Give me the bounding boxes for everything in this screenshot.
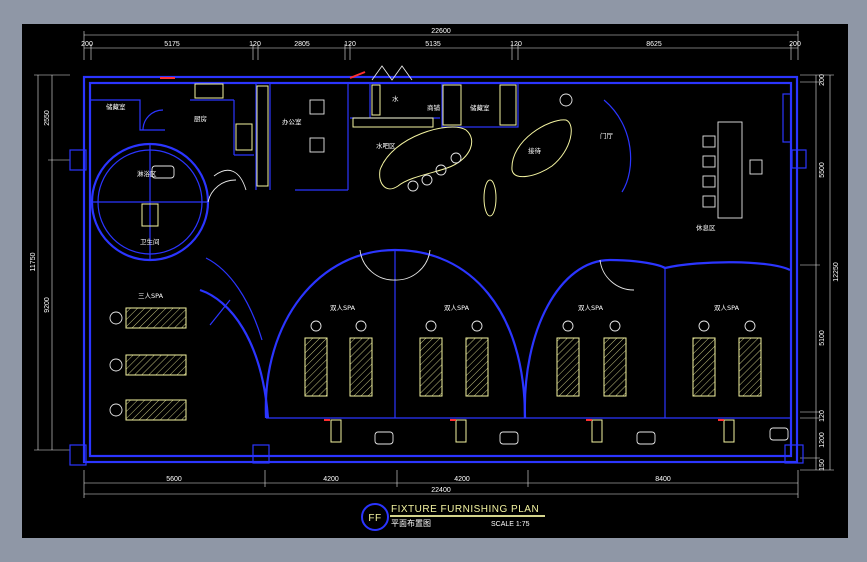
label-water: 水 <box>392 94 399 103</box>
dim-top: 5175 <box>164 41 180 48</box>
label-storage-left: 储藏室 <box>106 102 126 111</box>
spa-rooms-walls <box>199 248 791 419</box>
toilet-room <box>90 142 247 262</box>
dim-top: 2805 <box>294 41 310 48</box>
label-reception: 接待 <box>528 146 542 155</box>
label-staff: 办公室 <box>282 117 302 126</box>
dim-left: 9200 <box>44 297 51 313</box>
label-lobby: 门厅 <box>600 131 614 140</box>
dim-left: 2550 <box>44 110 51 126</box>
title-main: FIXTURE FURNISHING PLAN <box>391 504 539 515</box>
left-dimensions: 2550 11750 9200 <box>30 74 70 451</box>
bottom-dimensions: 5600 4200 4200 8400 22400 <box>83 470 799 498</box>
dim-right: 5500 <box>819 162 826 178</box>
service-rooms <box>90 65 573 191</box>
dim-bottom: 5600 <box>166 476 182 483</box>
dim-left: 11750 <box>30 252 37 271</box>
dim-right: 120 <box>819 410 826 422</box>
label-bar: 水吧区 <box>376 141 396 150</box>
dim-right: 1200 <box>819 432 826 448</box>
shower-cubicles <box>324 419 789 445</box>
label-washroom: 淋浴区 <box>137 169 157 178</box>
dim-top-total: 22600 <box>431 28 451 35</box>
label-room-double-3: 双人SPA <box>578 304 604 312</box>
dim-bottom: 4200 <box>323 476 339 483</box>
label-room-double-2: 双人SPA <box>444 304 470 312</box>
label-storage-mid: 储藏室 <box>470 103 490 112</box>
dim-top: 200 <box>789 41 801 48</box>
dim-top: 120 <box>249 41 261 48</box>
room-labels: 储藏室 厨房 办公室 水 商铺 储藏室 水吧区 接待 门厅 休息区 淋浴区 卫生… <box>106 94 740 312</box>
dim-top: 200 <box>81 41 93 48</box>
label-shop: 商铺 <box>427 103 441 112</box>
dim-right: 150 <box>819 459 826 471</box>
label-kitchen: 厨房 <box>194 114 207 123</box>
dim-right: 5100 <box>819 330 826 346</box>
dim-top: 5135 <box>425 41 441 48</box>
dim-top: 120 <box>344 41 356 48</box>
dim-right: 200 <box>819 74 826 86</box>
dim-right: 12250 <box>833 262 840 282</box>
dim-bottom: 4200 <box>454 476 470 483</box>
dim-bottom: 8400 <box>655 476 671 483</box>
exterior-walls <box>69 75 807 466</box>
label-room-double-4: 双人SPA <box>714 304 740 312</box>
label-room-three: 三人SPA <box>138 292 164 300</box>
bar-counter <box>379 99 632 217</box>
right-dimensions: 200 5500 12250 5100 120 1200 150 <box>800 74 840 471</box>
title-block: FF FIXTURE FURNISHING PLAN 平面布置图 SCALE 1… <box>361 503 545 531</box>
label-rest: 休息区 <box>696 223 716 232</box>
three-person-beds <box>109 307 187 421</box>
label-room-double-1: 双人SPA <box>330 304 356 312</box>
title-scale: SCALE 1:75 <box>491 521 530 528</box>
dim-bottom-total: 22400 <box>431 487 451 494</box>
dim-top: 120 <box>510 41 522 48</box>
label-toilet: 卫生间 <box>140 237 160 246</box>
title-badge: FF <box>368 513 381 524</box>
title-sub: 平面布置图 <box>391 518 431 528</box>
double-beds <box>304 320 762 397</box>
top-dimensions: 22600 200 5175 120 2805 120 5135 120 862… <box>81 28 801 60</box>
rest-area <box>702 121 763 219</box>
dim-top: 8625 <box>646 41 662 48</box>
